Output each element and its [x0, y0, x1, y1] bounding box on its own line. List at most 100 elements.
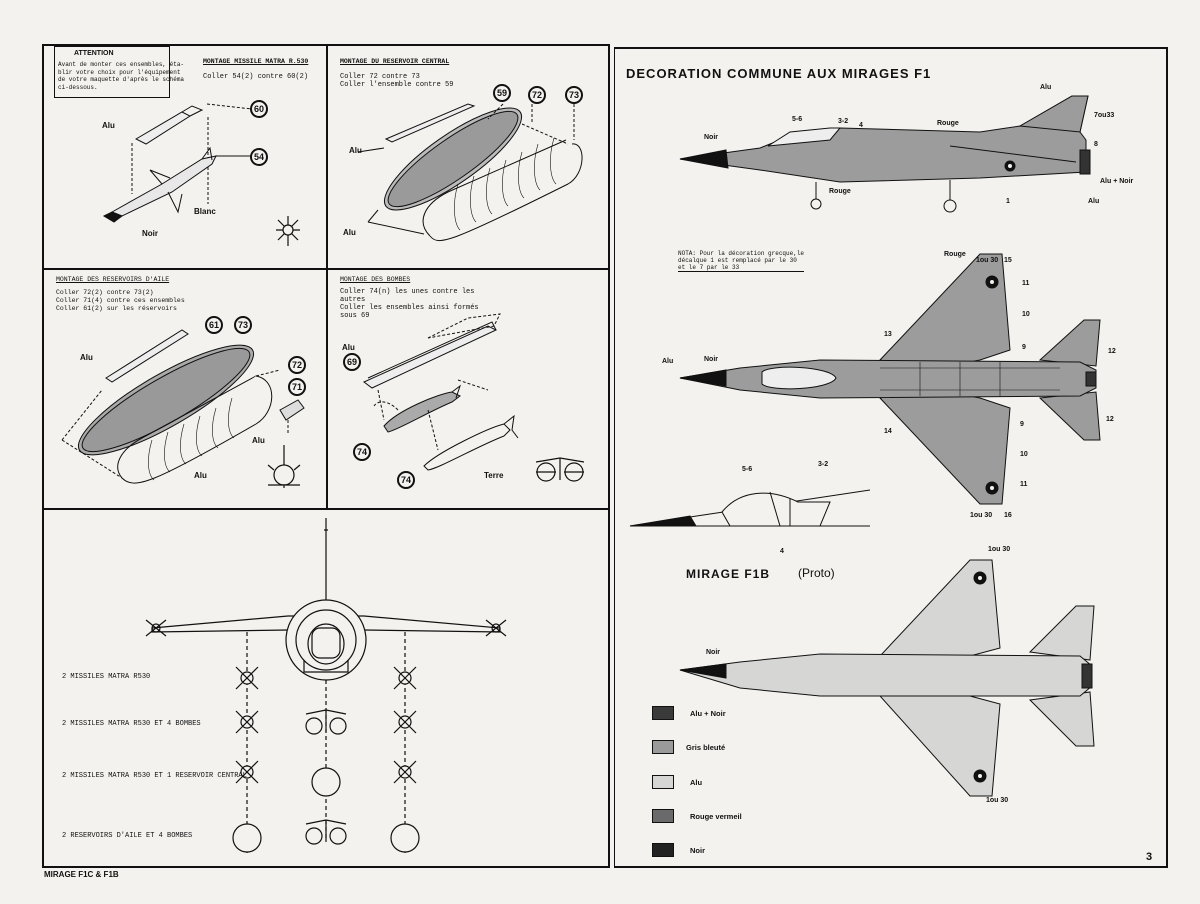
top-14: 14 [884, 428, 892, 435]
attention-title: ATTENTION [74, 50, 114, 57]
config-option-3: 2 MISSILES MATRA R530 ET 1 RESERVOIR CEN… [62, 772, 247, 780]
panel-divider-row2 [42, 508, 610, 510]
top-1ou30-bot: 1ou 30 [970, 512, 993, 519]
side-8: 8 [1094, 141, 1098, 148]
label-alu: Alu [342, 343, 355, 352]
part-54: 54 [250, 148, 268, 166]
panel-divider-vertical [326, 44, 328, 510]
label-alu-top: Alu [349, 146, 362, 155]
top-10-top: 10 [1022, 311, 1030, 318]
top-15: 15 [1004, 257, 1012, 264]
canopy-5-6: 5-6 [742, 466, 753, 473]
missile-text: Coller 54(2) contre 60(2) [203, 73, 309, 81]
attention-box [54, 46, 170, 98]
legend-swatch-noir [652, 843, 674, 857]
panel-divider-row1 [42, 268, 610, 270]
label-alu-mid: Alu [252, 436, 265, 445]
top-alu: Alu [662, 358, 674, 365]
f1b-noir: Noir [706, 649, 720, 656]
bombs-drawing [363, 313, 585, 482]
side-4: 4 [859, 122, 863, 129]
bombs-text: Coller 74(n) les unes contre les autres … [340, 288, 479, 320]
canopy-detail [629, 489, 871, 527]
footer-title: MIRAGE F1C & F1B [44, 870, 119, 879]
side-5-6: 5-6 [792, 116, 803, 123]
legend-swatch-rouge-vermeil [652, 809, 674, 823]
decal-note: NOTA: Pour la décoration grecque,le déca… [678, 250, 805, 272]
legend-label-alu-noir: Alu + Noir [690, 709, 726, 718]
part-69: 69 [343, 353, 361, 371]
top-view-drawing [679, 253, 1101, 505]
f1b-1ou30-bot: 1ou 30 [986, 797, 1009, 804]
config-option-2: 2 MISSILES MATRA R530 ET 4 BOMBES [62, 720, 201, 728]
side-alu-fin: Alu [1040, 84, 1052, 91]
top-rouge: Rouge [944, 251, 966, 258]
legend-swatch-alu-noir [652, 706, 674, 720]
label-alu: Alu [102, 121, 115, 130]
top-9-top: 9 [1022, 344, 1026, 351]
top-12-top: 12 [1108, 348, 1116, 355]
top-noir: Noir [704, 356, 718, 363]
top-10-bot: 10 [1020, 451, 1028, 458]
wing-tanks-drawing [61, 329, 305, 488]
label-blanc: Blanc [194, 207, 216, 216]
label-alu-bottom: Alu [343, 228, 356, 237]
part-59: 59 [493, 84, 511, 102]
side-noir: Noir [704, 134, 718, 141]
missile-heading: MONTAGE MISSILE MATRA R.530 [203, 58, 309, 65]
legend-label-alu: Alu [690, 778, 703, 787]
decoration-frame [614, 47, 1168, 868]
central-tank-text: Coller 72 contre 73 Coller l'ensemble co… [340, 73, 454, 89]
central-tank-heading: MONTAGE DU RESERVOIR CENTRAL [340, 58, 450, 65]
canopy-3-2: 3-2 [818, 461, 829, 468]
part-71: 71 [288, 378, 306, 396]
part-72b: 72 [288, 356, 306, 374]
legend-swatch-gris-bleute [652, 740, 674, 754]
part-74a: 74 [353, 443, 371, 461]
config-option-1: 2 MISSILES MATRA R530 [62, 673, 151, 681]
bombs-heading: MONTAGE DES BOMBES [340, 276, 411, 283]
wing-tanks-text: Coller 72(2) contre 73(2) Coller 71(4) c… [56, 289, 185, 312]
label-noir: Noir [142, 229, 158, 238]
f1b-top-view [679, 559, 1095, 797]
side-3-2: 3-2 [838, 118, 849, 125]
f1b-1ou30-top: 1ou 30 [988, 546, 1011, 553]
label-alu-bottom: Alu [194, 471, 207, 480]
top-16: 16 [1004, 512, 1012, 519]
top-11-bot: 11 [1020, 481, 1028, 488]
side-rouge-top: Rouge [937, 120, 959, 127]
f1b-subtitle: (Proto) [798, 566, 835, 580]
part-72: 72 [528, 86, 546, 104]
top-13: 13 [884, 331, 892, 338]
label-alu-left: Alu [80, 353, 93, 362]
side-view-drawing [679, 95, 1091, 213]
legend-label-rouge-vermeil: Rouge vermeil [690, 812, 742, 821]
decoration-title: DECORATION COMMUNE AUX MIRAGES F1 [626, 66, 932, 81]
f1b-title: MIRAGE F1B [686, 567, 771, 581]
top-11-top: 11 [1022, 280, 1030, 287]
part-60: 60 [250, 100, 268, 118]
top-9-bot: 9 [1020, 421, 1024, 428]
loadout-drawing [145, 518, 507, 854]
wing-tanks-heading: MONTAGE DES RESERVOIRS D'AILE [56, 276, 170, 283]
side-alu-noir: Alu + Noir [1100, 178, 1134, 185]
top-12-bot: 12 [1106, 416, 1114, 423]
legend-swatch-alu [652, 775, 674, 789]
page-number: 3 [1146, 851, 1153, 863]
side-rouge-bottom: Rouge [829, 188, 851, 195]
legend-label-noir: Noir [690, 846, 705, 855]
config-option-4: 2 RESERVOIRS D'AILE ET 4 BOMBES [62, 832, 193, 840]
side-1: 1 [1006, 198, 1010, 205]
part-73b: 73 [234, 316, 252, 334]
missile-drawing [102, 103, 300, 246]
legend-label-gris-bleute: Gris bleuté [686, 743, 726, 752]
canopy-4: 4 [780, 548, 784, 555]
side-alu-tail: Alu [1088, 198, 1100, 205]
attention-text: Avant de monter ces ensembles, éta- blir… [58, 61, 185, 91]
top-1ou30-top: 1ou 30 [976, 257, 999, 264]
part-74b: 74 [397, 471, 415, 489]
central-tank-drawing [357, 103, 583, 241]
part-73: 73 [565, 86, 583, 104]
side-7ou33: 7ou33 [1094, 112, 1115, 119]
